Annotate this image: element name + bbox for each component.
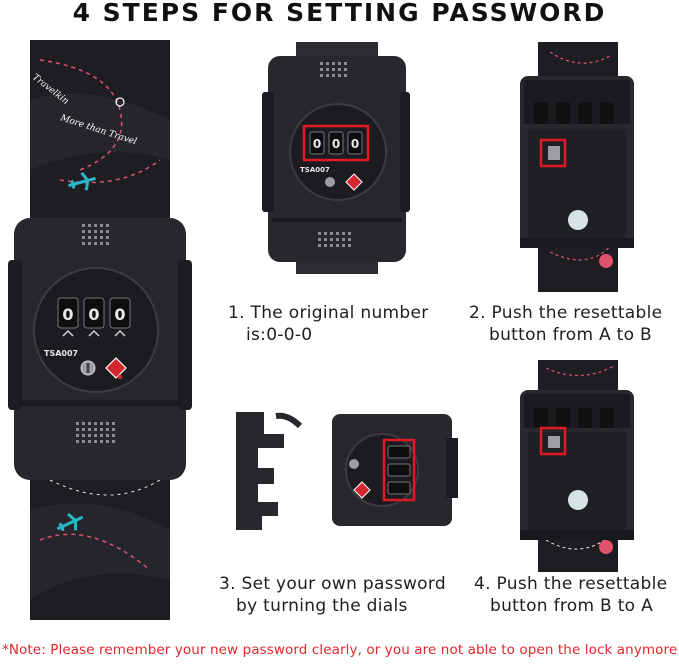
step-4-photo bbox=[520, 360, 634, 572]
keyhole-icon bbox=[325, 177, 335, 187]
step-1-photo: 0 0 0 TSA007 bbox=[262, 42, 410, 274]
tsa-logo-icon bbox=[345, 173, 363, 191]
dial-highlight-box bbox=[382, 438, 416, 502]
dial-digit: 0 bbox=[332, 137, 340, 151]
dial-digit: 0 bbox=[351, 137, 359, 151]
tsa-logo-icon bbox=[105, 357, 127, 379]
dial-digit: 0 bbox=[62, 305, 73, 324]
step-3-caption: 3. Set your own password by turning the … bbox=[219, 573, 446, 617]
lock-model-text: TSA007 bbox=[44, 349, 78, 358]
warning-note: *Note: Please remember your new password… bbox=[2, 642, 678, 658]
dial-digit: 0 bbox=[114, 305, 125, 324]
plane-icon bbox=[56, 512, 84, 531]
step-2-caption-line-1: 2. Push the resettable bbox=[469, 303, 663, 323]
step-2-caption: 2. Push the resettable button from A to … bbox=[469, 302, 662, 346]
reset-button-highlight bbox=[539, 138, 567, 168]
step-3-caption-line-1: 3. Set your own password bbox=[219, 574, 446, 594]
dial-digit: 0 bbox=[313, 137, 321, 151]
step-2-caption-line-2: button from A to B bbox=[489, 325, 653, 345]
lock-model-text: TSA007 bbox=[300, 166, 330, 174]
step-1-caption: 1. The original number is:0-0-0 bbox=[228, 302, 429, 346]
plane-icon bbox=[68, 171, 96, 191]
step-1-caption-line-1: 1. The original number bbox=[228, 303, 429, 323]
step-4-caption: 4. Push the resettable button from B to … bbox=[474, 573, 667, 617]
dial-digit: 0 bbox=[88, 305, 99, 324]
combination-dials: 0 0 0 bbox=[57, 297, 131, 337]
step-2-photo bbox=[520, 42, 634, 292]
dial-highlight-box bbox=[302, 124, 370, 162]
tsa-logo-icon bbox=[353, 481, 371, 499]
lock-main-photo: Travelkin More than Travel 0 0 0 TSA007 bbox=[8, 40, 192, 620]
step-3-caption-line-2: by turning the dials bbox=[236, 596, 408, 616]
step-4-caption-line-1: 4. Push the resettable bbox=[474, 574, 668, 594]
step-3-photo bbox=[236, 412, 458, 530]
reset-button-highlight bbox=[539, 426, 567, 456]
page-title: 4 STEPS FOR SETTING PASSWORD bbox=[72, 0, 607, 27]
step-1-caption-line-2: is:0-0-0 bbox=[246, 325, 313, 345]
keyhole-icon bbox=[349, 459, 359, 469]
step-4-caption-line-2: button from B to A bbox=[490, 596, 654, 616]
